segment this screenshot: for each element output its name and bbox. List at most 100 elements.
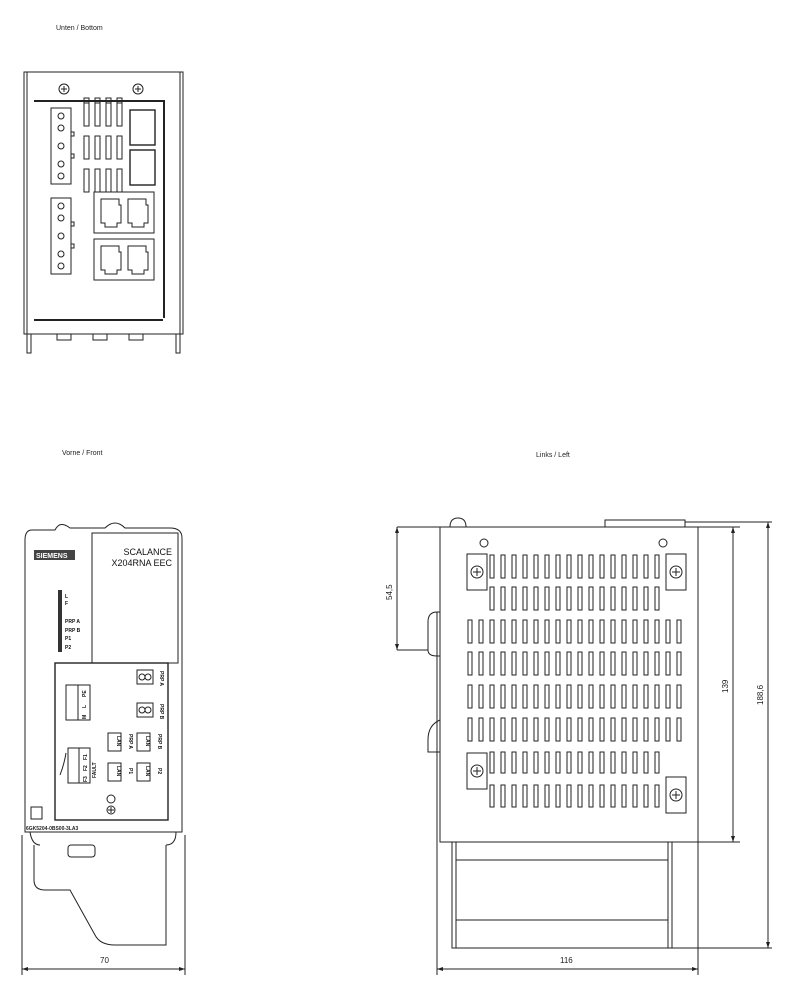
vent-slot	[643, 586, 649, 611]
vent-slot	[621, 717, 627, 742]
rj45-port	[127, 198, 149, 228]
vent-slot	[643, 651, 649, 676]
screw-clamp	[665, 553, 687, 591]
vent-slot	[643, 751, 649, 774]
vent-slot	[643, 717, 649, 742]
rj45-port-p1: LAN P1	[107, 762, 133, 782]
screw-icon	[665, 553, 687, 591]
terminal-hole	[57, 202, 65, 210]
port-label: PRP B	[158, 704, 164, 720]
vent-slot	[94, 168, 101, 193]
power-terminal	[65, 684, 79, 721]
vent-slot	[116, 102, 123, 127]
vent-slot	[643, 619, 649, 644]
vent-slot	[654, 586, 660, 611]
vent-slot	[632, 586, 638, 611]
vent-slot	[555, 784, 561, 808]
vent-slot	[643, 684, 649, 709]
screw-icon	[466, 553, 488, 591]
vent-slot	[577, 784, 583, 808]
vent-slot	[577, 554, 583, 579]
screw-clamp	[466, 752, 488, 790]
vent-slot	[665, 684, 671, 709]
vent-slot	[94, 102, 101, 127]
vent-slot	[489, 554, 495, 579]
vent-slot	[566, 619, 572, 644]
vent-slot	[511, 586, 517, 611]
screw-icon	[132, 83, 144, 95]
rj45-port	[127, 245, 149, 275]
led-label: F	[65, 601, 68, 607]
vent-slot	[643, 554, 649, 579]
vent-slot	[599, 751, 605, 774]
vent-slot	[577, 619, 583, 644]
terminal-label: F1	[83, 754, 89, 760]
body-height-dimension-line	[698, 526, 740, 843]
sfp-port	[129, 109, 156, 146]
vent-slot	[500, 619, 506, 644]
vent-slot	[544, 751, 550, 774]
vent-slot	[555, 554, 561, 579]
vent-slot	[566, 717, 572, 742]
left-width-dimension-line	[436, 842, 699, 975]
vent-slot	[105, 102, 112, 127]
vent-slot	[489, 684, 495, 709]
lan-label: LAN	[115, 736, 121, 747]
vent-slot	[116, 135, 123, 160]
terminal-hole	[57, 262, 65, 270]
siemens-logo	[34, 550, 75, 560]
port-label: PRP A	[127, 734, 133, 749]
vent-slot	[599, 586, 605, 611]
screw-icon	[58, 83, 70, 95]
vent-slot	[555, 586, 561, 611]
vent-slot	[654, 717, 660, 742]
vent-slot	[610, 751, 616, 774]
vent-slot	[478, 684, 484, 709]
vent-slot	[500, 554, 506, 579]
vent-slot	[632, 651, 638, 676]
width-dimension-line	[21, 835, 186, 975]
vent-slot	[83, 135, 90, 160]
vent-slot	[632, 554, 638, 579]
led-label: PRP A	[65, 619, 80, 625]
terminal-screw	[57, 160, 65, 168]
terminal-tab	[70, 131, 75, 137]
vent-slot	[665, 651, 671, 676]
vent-slot	[544, 554, 550, 579]
bottom-view-title: Unten / Bottom	[56, 25, 103, 32]
vent-slot	[621, 784, 627, 808]
terminal-screw	[57, 142, 65, 150]
vent-slot	[599, 554, 605, 579]
vent-slot	[544, 586, 550, 611]
terminal-label: M	[82, 715, 88, 719]
vent-slot	[511, 619, 517, 644]
screw-cross	[672, 568, 680, 576]
fault-terminal	[67, 747, 80, 784]
led-label: P1	[65, 636, 71, 642]
left-view-title: Links / Left	[536, 452, 570, 459]
vent-slot	[511, 554, 517, 579]
vent-slot	[654, 554, 660, 579]
vent-slot	[555, 619, 561, 644]
vent-slot	[522, 717, 528, 742]
vent-slot	[566, 751, 572, 774]
vent-slot	[533, 684, 539, 709]
vent-slot	[522, 554, 528, 579]
vent-slot	[610, 651, 616, 676]
terminal-hole	[57, 112, 65, 120]
vent-slot	[676, 619, 682, 644]
rj45-port-p2: LAN P2	[136, 762, 162, 782]
vent-slot	[599, 684, 605, 709]
vent-slot	[632, 684, 638, 709]
vent-slot	[676, 651, 682, 676]
terminal-screw	[57, 124, 65, 132]
left-view: Links / Left 54,5 139 188,6 116	[385, 452, 772, 975]
vent-slot	[599, 717, 605, 742]
vent-slot	[588, 554, 594, 579]
screw-cross	[672, 791, 680, 799]
vent-slot	[610, 554, 616, 579]
vent-slot	[478, 651, 484, 676]
vent-slot	[632, 751, 638, 774]
mounting-bracket	[451, 842, 673, 949]
vent-slot	[566, 684, 572, 709]
